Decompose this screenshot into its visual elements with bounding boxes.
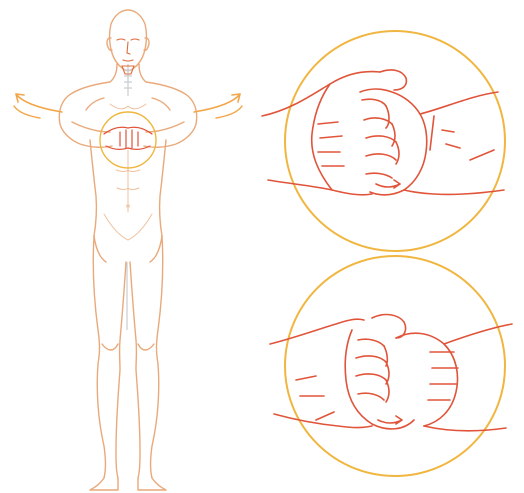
right-forearm-inner: [146, 122, 184, 132]
neck-right: [139, 64, 146, 82]
left-forearm-inner: [72, 122, 110, 132]
curved-arrow-left-icon: [16, 94, 62, 112]
fist-in-palm-icon: [262, 31, 505, 251]
face-features: [117, 39, 139, 61]
hip-line: [94, 236, 106, 262]
left-armpit: [86, 98, 104, 110]
torso-left: [90, 140, 96, 236]
left-leg-inner: [116, 262, 126, 478]
right-foot: [138, 478, 166, 490]
fist-in-palm-reversed-icon: [270, 256, 512, 476]
left-shoulder-arm: [59, 82, 112, 147]
torso-right: [160, 140, 166, 236]
left-foot: [90, 478, 118, 490]
left-leg-outer: [93, 236, 105, 478]
head-outline: [110, 10, 147, 71]
right-knee: [138, 344, 154, 350]
right-armpit: [152, 98, 170, 110]
curved-arrow-right-icon: [194, 94, 240, 112]
right-leg-outer: [151, 236, 163, 478]
right-leg-inner: [130, 262, 140, 478]
left-knee: [102, 344, 118, 350]
torso-details: [104, 104, 152, 240]
neck-left: [110, 64, 117, 82]
detail-bottom-circle: [285, 256, 505, 476]
hip-line-right: [150, 236, 162, 262]
curved-arrow-left-back: [14, 106, 40, 118]
curved-arrow-right-back: [216, 106, 242, 118]
right-shoulder-arm: [144, 82, 197, 147]
top-left-forearm: [262, 72, 380, 117]
